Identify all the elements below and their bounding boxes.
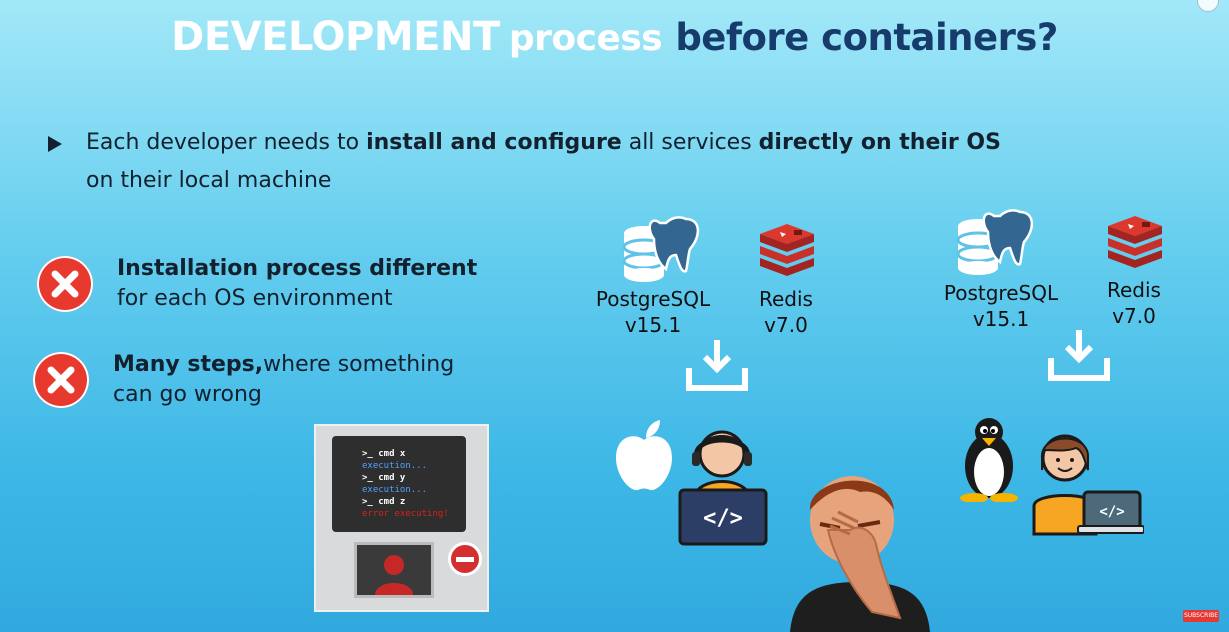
- problem-2-line-1: Many steps,where something: [113, 350, 454, 380]
- x-circle-icon: [33, 352, 89, 408]
- bullet-text: all services: [621, 130, 759, 155]
- problem-2-text: where something: [263, 352, 455, 377]
- bullet-bold-install: install and configure: [366, 130, 622, 155]
- title-development: DEVELOPMENT: [171, 14, 500, 60]
- bullet-text: Each developer needs to: [86, 130, 367, 155]
- code-symbol: </>: [1099, 504, 1124, 520]
- download-icon: [686, 340, 748, 391]
- redis-version: v7.0: [764, 313, 808, 337]
- stop-icon: [448, 542, 482, 576]
- bullet-point: Each developer needs to install and conf…: [48, 124, 1048, 200]
- postgres-name: PostgreSQL: [943, 281, 1059, 305]
- redis-version: v7.0: [1112, 304, 1156, 328]
- problem-1-bold: Installation process different: [117, 256, 478, 281]
- bullet-triangle-icon: [48, 136, 62, 152]
- apple-icon: [616, 420, 672, 491]
- subscribe-badge[interactable]: SUBSCRIBE: [1183, 610, 1219, 622]
- facepalm-person-icon: [790, 476, 930, 632]
- postgres-version: v15.1: [624, 313, 682, 337]
- redis-label-left: Redis v7.0: [752, 286, 820, 338]
- terminal-line: >_ cmd x: [362, 449, 406, 459]
- developer-icon: </>: [1032, 434, 1144, 536]
- redis-icon: [1108, 216, 1162, 268]
- title-before-containers: before containers?: [675, 16, 1058, 59]
- terminal-line: >_ cmd z: [362, 497, 406, 507]
- postgres-name: PostgreSQL: [595, 287, 711, 311]
- developer-icon: </>: [678, 430, 768, 546]
- bullet-line-1: Each developer needs to install and conf…: [86, 124, 1048, 162]
- problem-1-text: for each OS environment: [117, 286, 393, 311]
- bullet-bold-os: directly on their OS: [758, 130, 1001, 155]
- bullet-line-2: on their local machine: [86, 168, 332, 193]
- problem-2-text-2: can go wrong: [113, 382, 262, 407]
- code-symbol: </>: [703, 506, 743, 531]
- problem-2: Many steps,where something can go wrong: [113, 350, 454, 410]
- redis-icon: [760, 224, 814, 276]
- problem-1: Installation process different for each …: [117, 254, 477, 314]
- monitor-icon: [354, 542, 434, 598]
- postgres-version: v15.1: [972, 307, 1030, 331]
- problem-2-bold: Many steps,: [113, 352, 264, 377]
- terminal-line: error executing!: [362, 509, 449, 519]
- title-process: process: [508, 18, 663, 59]
- terminal-line: >_ cmd y: [362, 473, 406, 483]
- terminal-illustration: >_ cmd x execution... >_ cmd y execution…: [314, 424, 489, 612]
- redis-name: Redis: [759, 287, 813, 311]
- postgresql-icon: [622, 216, 699, 282]
- redis-label-right: Redis v7.0: [1100, 277, 1168, 329]
- postgres-label-left: PostgreSQL v15.1: [592, 286, 714, 338]
- linux-tux-icon: [960, 418, 1018, 502]
- postgresql-icon: [956, 209, 1033, 275]
- terminal-line: execution...: [362, 461, 428, 471]
- download-icon: [1048, 330, 1110, 381]
- info-icon[interactable]: [1197, 0, 1219, 12]
- postgres-label-right: PostgreSQL v15.1: [940, 280, 1062, 332]
- redis-name: Redis: [1107, 278, 1161, 302]
- x-circle-icon: [37, 256, 93, 312]
- terminal-line: execution...: [362, 485, 428, 495]
- slide-title: DEVELOPMENT process before containers?: [0, 14, 1229, 60]
- terminal-screen: >_ cmd x execution... >_ cmd y execution…: [332, 436, 466, 532]
